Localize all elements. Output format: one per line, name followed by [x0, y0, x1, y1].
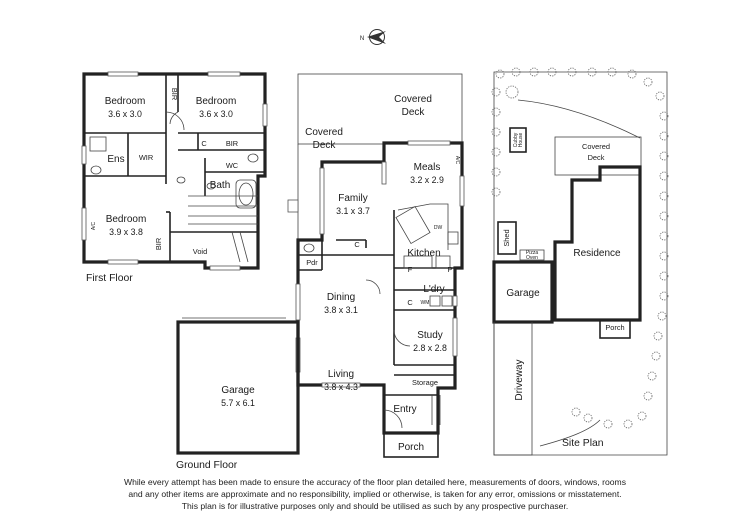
cupboard-label: C: [201, 139, 207, 148]
void-label: Void: [193, 247, 207, 256]
family-dims: 3.1 x 3.7: [336, 206, 370, 216]
covered-deck-top-label-1: Covered: [394, 94, 432, 105]
storage-label: Storage: [412, 378, 438, 387]
disclaimer: While every attempt has been made to ens…: [0, 476, 750, 512]
site-porch-label: Porch: [605, 323, 624, 332]
disclaimer-line-2: and any other items are approximate and …: [128, 489, 622, 499]
garage-dims: 5.7 x 6.1: [221, 398, 255, 408]
meals-dims: 3.2 x 2.9: [410, 175, 444, 185]
pizza-oven-label-2: Oven: [526, 255, 538, 261]
pizza-oven-label-1: Pizza: [526, 250, 538, 256]
living-label: Living: [328, 369, 354, 380]
wir-label: WIR: [139, 153, 153, 162]
bir-label-1: BIR: [170, 88, 179, 100]
family-label: Family: [338, 193, 367, 204]
bedroom-1-label: Bedroom: [105, 96, 146, 107]
shed-label: Shed: [502, 229, 511, 246]
first-floor-title: First Floor: [86, 273, 133, 284]
powder-room-label: Pdr: [306, 258, 318, 267]
driveway-label: Driveway: [514, 359, 525, 400]
ground-floor-title: Ground Floor: [176, 460, 238, 471]
residence-label: Residence: [573, 248, 621, 259]
covered-deck-left-label-1: Covered: [305, 127, 343, 138]
site-plan-title: Site Plan: [562, 438, 604, 449]
bedroom-2-dims: 3.6 x 3.0: [199, 109, 233, 119]
porch-label: Porch: [398, 442, 424, 453]
laundry-label: L'dry: [423, 284, 444, 295]
bedroom-3-label: Bedroom: [106, 214, 147, 225]
living-dims: 3.8 x 4.3: [324, 382, 358, 392]
bedroom-2-label: Bedroom: [196, 96, 237, 107]
ac-label-first: A/C: [91, 221, 97, 230]
site-covered-deck-label-1: Covered: [582, 142, 610, 151]
first-floor-plan: Bedroom 3.6 x 3.0 Bedroom 3.6 x 3.0 BIR …: [81, 71, 268, 284]
disclaimer-line-1: While every attempt has been made to ens…: [123, 477, 627, 487]
bedroom-3-dims: 3.9 x 3.8: [109, 227, 143, 237]
covered-deck-top-label-2: Deck: [402, 107, 426, 118]
washing-machine-label: WM: [421, 300, 430, 306]
ground-floor-plan: Covered Deck Covered Deck Meals 3.2 x 2.…: [176, 73, 465, 471]
site-covered-deck-label-2: Deck: [588, 153, 605, 162]
wc-label: WC: [226, 161, 239, 170]
kitchen-label: Kitchen: [407, 248, 440, 259]
garage-label: Garage: [221, 385, 255, 396]
dishwasher-label: DW: [434, 225, 443, 231]
cupboard-c1-label: C: [354, 240, 360, 249]
bedroom-1-dims: 3.6 x 3.0: [108, 109, 142, 119]
site-plan: Covered Deck Cubby House Shed Pizza Oven…: [491, 67, 669, 456]
cupboard-c2-label: C: [407, 298, 413, 307]
ensuite-label: Ens: [107, 154, 124, 165]
north-arrow-icon: N: [360, 29, 386, 45]
ac-label-ground: A/C: [454, 156, 460, 165]
bath-label: Bath: [210, 180, 231, 191]
bir-label-2: BIR: [226, 139, 238, 148]
disclaimer-line-3: This plan is for illustrative purposes o…: [181, 501, 569, 511]
cubby-house-label-1: Cubby: [513, 132, 519, 147]
fridge-label: F: [408, 265, 413, 274]
cubby-house-label-2: House: [518, 133, 524, 148]
pantry-label: P: [448, 265, 453, 274]
study-dims: 2.8 x 2.8: [413, 343, 447, 353]
entry-label: Entry: [393, 404, 416, 415]
north-label: N: [360, 36, 364, 42]
site-garage-label: Garage: [506, 288, 540, 299]
dining-dims: 3.8 x 3.1: [324, 305, 358, 315]
meals-label: Meals: [414, 162, 441, 173]
study-label: Study: [417, 330, 443, 341]
dining-label: Dining: [327, 292, 355, 303]
covered-deck-left-label-2: Deck: [313, 140, 337, 151]
bir-label-3: BIR: [154, 238, 163, 250]
